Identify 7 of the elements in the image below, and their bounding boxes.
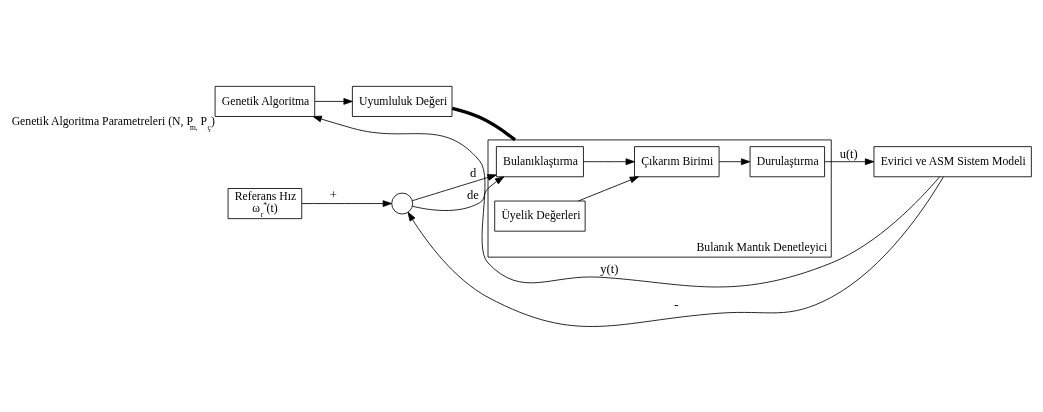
node-label: Genetik Algoritma Parametreleri (N, P$_{m,}$ P$_{ç}$) [11, 114, 215, 132]
edge-label: - [674, 297, 679, 312]
edge-label: u(t) [839, 146, 858, 161]
edge-label: de [467, 187, 479, 202]
edge-label: d [470, 165, 477, 180]
edge-label: y(t) [600, 261, 619, 276]
edge-label: + [329, 187, 337, 202]
